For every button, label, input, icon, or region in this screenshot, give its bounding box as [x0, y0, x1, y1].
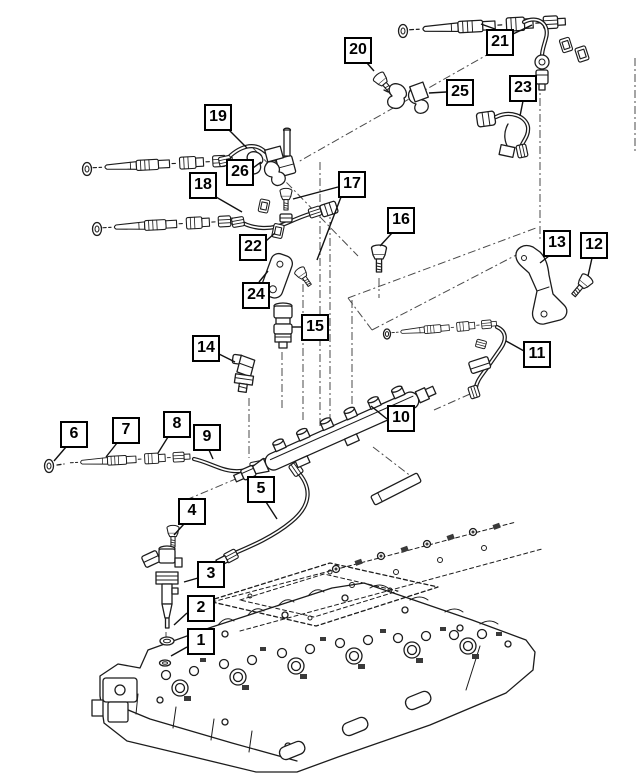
callout-7[interactable]: 7	[112, 416, 140, 444]
callout-18[interactable]: 18	[189, 171, 217, 199]
leader-line-13	[539, 255, 550, 264]
leader-line-22	[265, 232, 276, 242]
callout-14[interactable]: 14	[192, 334, 220, 362]
callout-20[interactable]: 20	[344, 36, 372, 64]
callout-11[interactable]: 11	[523, 340, 551, 368]
callout-15[interactable]: 15	[301, 313, 329, 341]
leader-line-17	[316, 196, 342, 261]
leader-line-23	[519, 100, 524, 117]
leader-line-4	[173, 523, 185, 536]
bracket-13	[515, 244, 568, 325]
leader-lines	[53, 23, 593, 657]
callout-3[interactable]: 3	[197, 560, 225, 588]
leader-line-20	[366, 62, 375, 72]
leader-line-21	[512, 24, 533, 35]
callout-6[interactable]: 6	[60, 420, 88, 448]
injector-assembly-11	[382, 318, 498, 340]
callout-26[interactable]: 26	[226, 158, 254, 186]
fuel-line-11	[467, 324, 507, 400]
bolt-12	[567, 271, 595, 301]
fuel-injector-drawing	[141, 524, 183, 667]
leader-line-18	[215, 196, 243, 213]
callout-2[interactable]: 2	[187, 594, 215, 622]
leader-line-14	[218, 353, 236, 363]
leader-line-2	[173, 612, 188, 626]
callout-1[interactable]: 1	[187, 627, 215, 655]
leader-line-9	[208, 449, 214, 460]
deck-phantom-outline	[207, 521, 543, 632]
leader-line-3	[183, 577, 199, 583]
leader-line-17	[292, 186, 339, 200]
fuel-line-18	[230, 200, 339, 231]
leader-line-12	[587, 257, 593, 277]
callout-4[interactable]: 4	[178, 497, 206, 525]
phantom-lines	[165, 51, 636, 694]
rail-tag-plate	[370, 472, 422, 506]
callout-21[interactable]: 21	[486, 28, 514, 56]
callout-19[interactable]: 19	[204, 103, 232, 131]
leader-line-24	[258, 270, 269, 283]
callout-16[interactable]: 16	[387, 206, 415, 234]
callout-9[interactable]: 9	[193, 423, 221, 451]
pressure-sensor-14	[231, 353, 256, 394]
callout-8[interactable]: 8	[163, 410, 191, 438]
callout-13[interactable]: 13	[543, 229, 571, 257]
callout-25[interactable]: 25	[446, 78, 474, 106]
injector-assembly-19	[81, 153, 234, 177]
deck-fastener-details	[331, 522, 501, 588]
leader-line-19	[228, 129, 248, 149]
callout-12[interactable]: 12	[580, 231, 608, 259]
injector-assembly-18	[91, 214, 239, 237]
injector-assembly-7	[43, 450, 191, 474]
leader-line-7	[105, 442, 118, 458]
pressure-valve-15	[273, 302, 293, 349]
bolt-17	[279, 187, 293, 223]
leader-line-11	[505, 340, 525, 352]
callout-5[interactable]: 5	[247, 475, 275, 503]
fuel-line-23	[475, 110, 531, 159]
leader-line-6	[53, 446, 67, 462]
bolt-16	[370, 244, 388, 273]
leader-line-16	[379, 232, 393, 247]
callout-22[interactable]: 22	[239, 233, 267, 261]
exhaust-ports	[278, 690, 432, 761]
leader-line-25	[428, 91, 447, 94]
leader-line-5	[265, 501, 278, 520]
leader-line-21	[480, 23, 496, 30]
leader-line-8	[157, 436, 169, 454]
callout-10[interactable]: 10	[387, 404, 415, 432]
cylinder-head-drawing	[91, 582, 536, 773]
leader-line-26	[252, 161, 262, 169]
leader-line-10	[370, 405, 388, 420]
injector-assembly-top	[397, 14, 567, 39]
callout-24[interactable]: 24	[242, 281, 270, 309]
leader-line-1	[170, 646, 188, 657]
banjo-line-21	[521, 17, 590, 91]
callout-23[interactable]: 23	[509, 74, 537, 102]
injector-bores	[160, 627, 502, 701]
callout-17[interactable]: 17	[338, 170, 366, 198]
clamp-25	[386, 81, 429, 114]
